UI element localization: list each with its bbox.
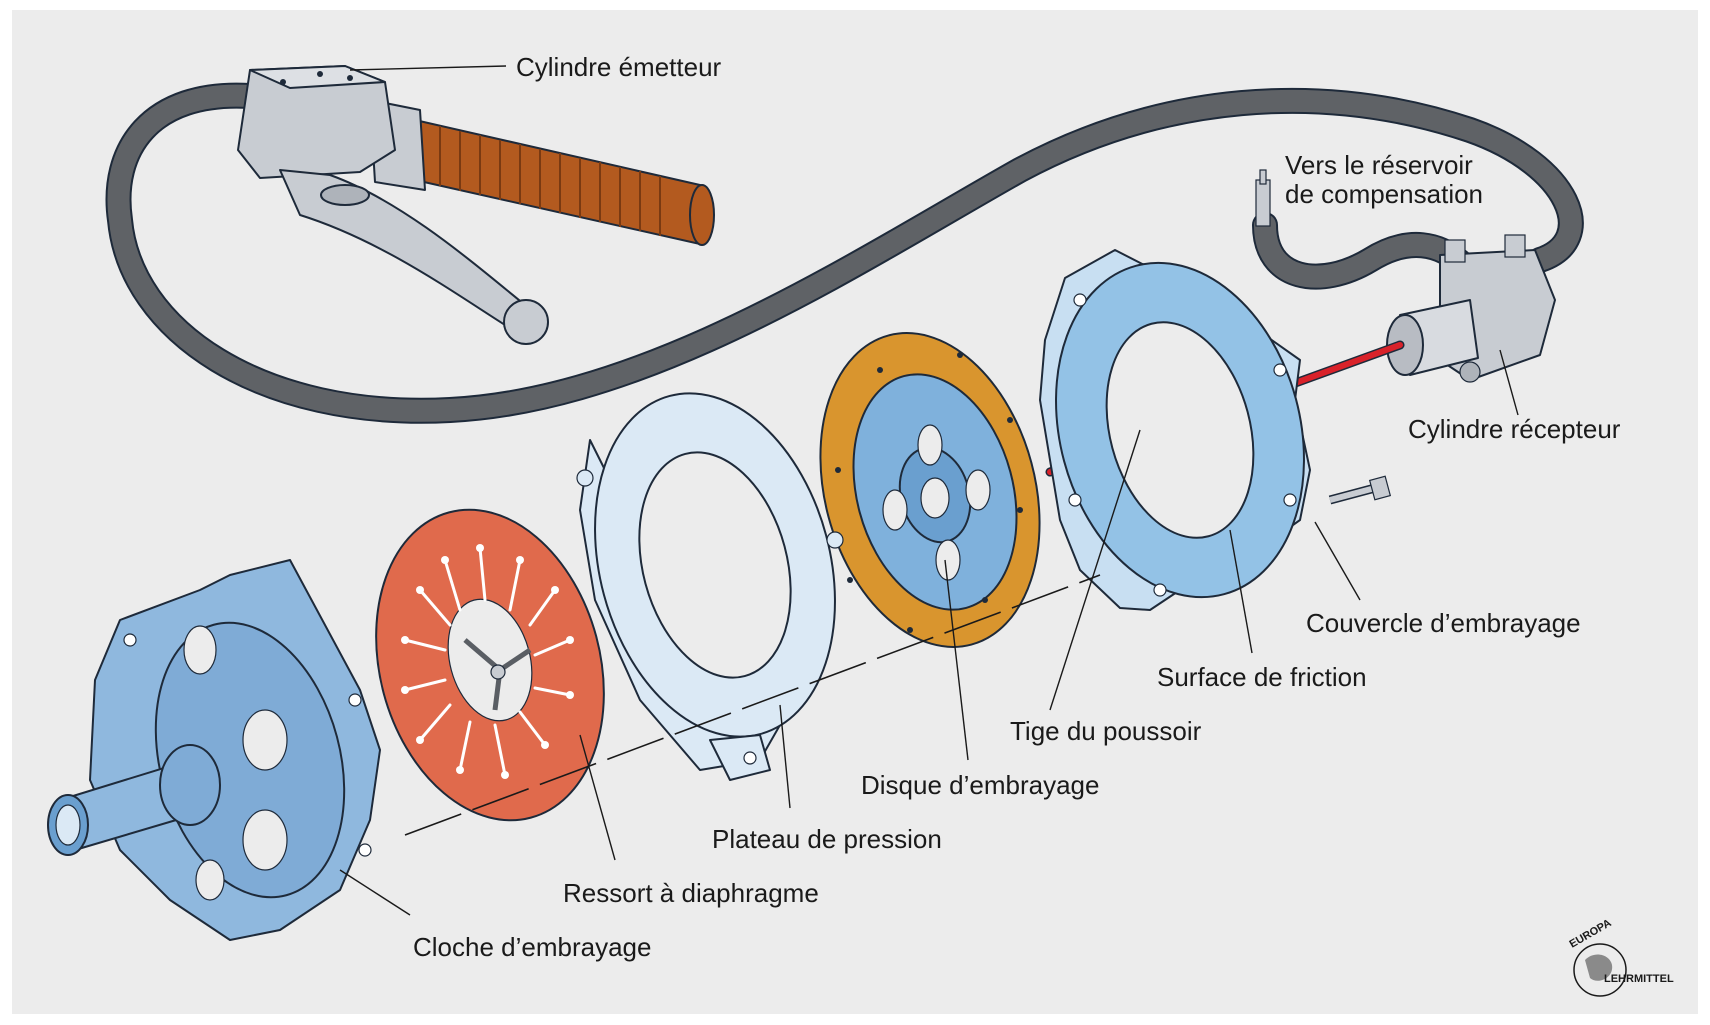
pressure-plate (576, 392, 844, 781)
label-diaphragm-spring: Ressort à diaphragme (563, 878, 819, 908)
logo-side-text: LEHRMITTEL (1604, 973, 1674, 985)
label-clutch-bell: Cloche d’embrayage (413, 932, 651, 962)
clutch-bell (47, 559, 381, 941)
cover-bolt (1328, 475, 1392, 505)
label-reservoir-line1: Vers le réservoir (1285, 150, 1473, 180)
center-axis (404, 574, 1101, 836)
label-reservoir-line2: de compensation (1285, 179, 1483, 209)
label-clutch-cover: Couvercle d’embrayage (1306, 608, 1581, 638)
reservoir-hose (1252, 169, 1473, 290)
clutch-cover (1039, 249, 1311, 611)
label-slave-cylinder: Cylindre récepteur (1408, 414, 1621, 444)
label-clutch-disc: Disque d’embrayage (861, 770, 1099, 800)
label-master-cylinder: Cylindre émetteur (516, 52, 722, 82)
labels: Cylindre émetteur Vers le réservoir de c… (413, 52, 1621, 962)
label-friction-surface: Surface de friction (1157, 662, 1367, 692)
label-push-rod: Tige du poussoir (1010, 716, 1202, 746)
europa-lehrmittel-logo: EUROPA LEHRMITTEL (1568, 917, 1674, 997)
hydraulic-hose (105, 82, 1584, 424)
diaphragm-spring (375, 508, 605, 822)
clutch-disc (819, 332, 1041, 648)
label-pressure-plate: Plateau de pression (712, 824, 942, 854)
slave-cylinder (1386, 234, 1556, 383)
master-cylinder (237, 65, 715, 345)
leader-lines (339, 65, 1519, 916)
